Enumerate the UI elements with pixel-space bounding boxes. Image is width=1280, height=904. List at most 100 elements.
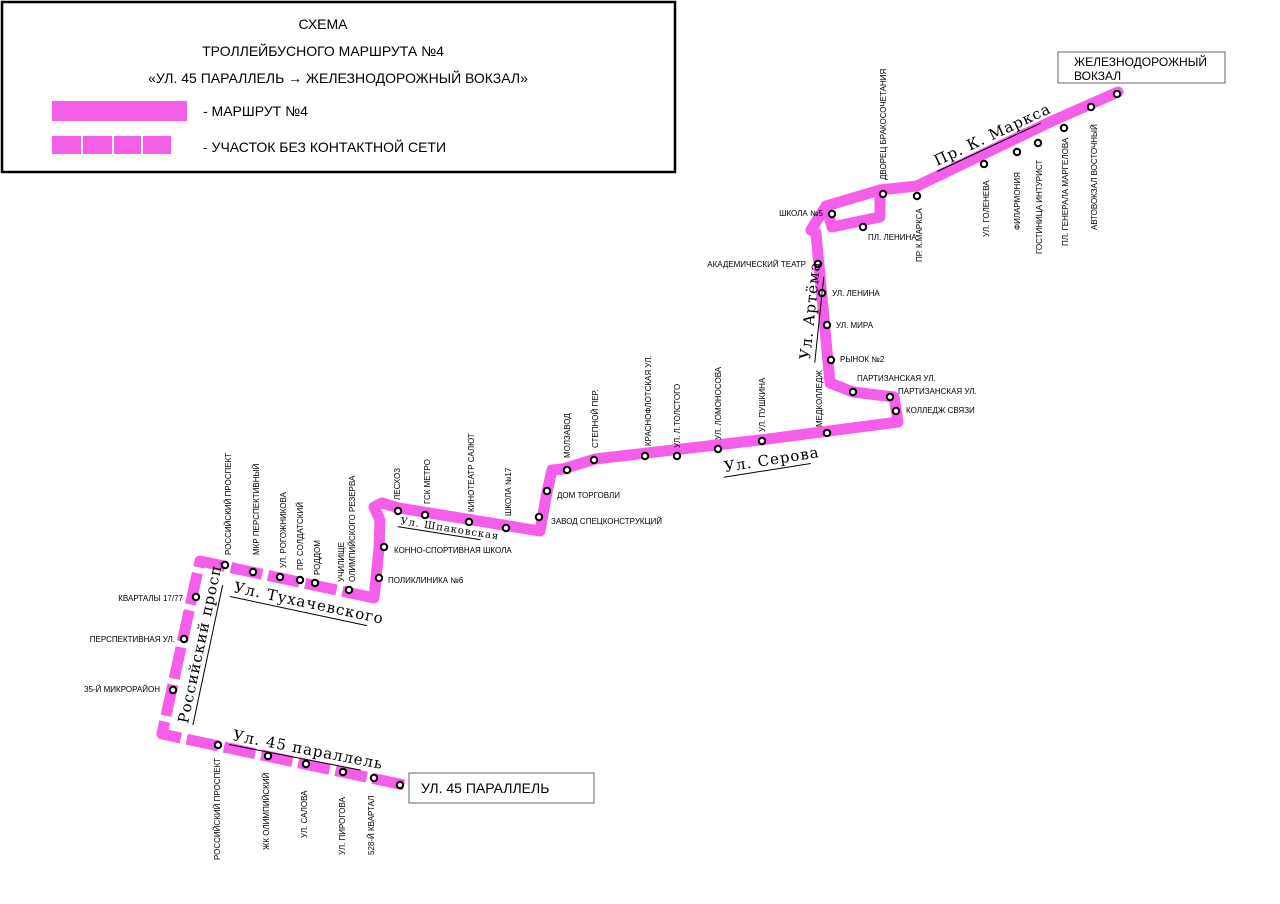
stop-marker (534, 512, 544, 522)
stop-label: ШКОЛА №5 (779, 209, 823, 218)
legend-box: СХЕМА ТРОЛЛЕЙБУСНОГО МАРШРУТА №4 «УЛ. 45… (0, 0, 677, 174)
stop-marker (912, 191, 922, 201)
stop-label: КВАРТАЛЫ 17/77 (118, 594, 183, 603)
stop-marker (191, 592, 201, 602)
stop-marker (813, 259, 823, 269)
stop-marker (263, 751, 273, 761)
terminal-start-label: УЛ. 45 ПАРАЛЛЕЛЬ (421, 780, 549, 796)
stop-marker (295, 575, 305, 585)
stop-label: ФИЛАРМОНИЯ (1013, 172, 1022, 230)
map-title-line1: СХЕМА (299, 16, 349, 32)
stop-label: РОССИЙСКИЙ ПРОСПЕКТ (224, 453, 233, 555)
stop-label: КИНОТЕАТР САЛЮТ (467, 433, 476, 512)
stop-label: УЛ. ПУШКИНА (758, 377, 767, 432)
legend-route-label: - МАРШРУТ №4 (203, 103, 308, 119)
stop-label: МЕДКОЛЛЕДЖ (815, 370, 824, 427)
stop-label: УЛ. РОГОЖНИКОВА (279, 491, 288, 568)
terminal-end-box (1057, 51, 1226, 84)
stop-marker (891, 406, 901, 416)
stop-marker (713, 444, 723, 454)
stop-marker (640, 451, 650, 461)
stop-marker (885, 392, 895, 402)
stop-label: РЫНОК №2 (840, 355, 885, 364)
stop-label: РОССИЙСКИЙ ПРОСПЕКТ (213, 758, 222, 860)
stop-marker (827, 209, 837, 219)
stop-label: ПАРТИЗАНСКАЯ УЛ. (898, 387, 977, 396)
legend-no-wire-label: - УЧАСТОК БЕЗ КОНТАКТНОЙ СЕТИ (203, 138, 446, 155)
stop-label: 528-Й КВАРТАЛ (367, 796, 376, 855)
stop-marker (1086, 102, 1096, 112)
stop-label: УЧИЛИЩЕ (337, 542, 346, 582)
stop-label: ПР. К.МАРКСА (915, 208, 924, 262)
route-no-wire-segment (156, 555, 406, 791)
map-title-line3: «УЛ. 45 ПАРАЛЛЕЛЬ → ЖЕЛЕЗНОДОРОЖНЫЙ ВОКЗ… (148, 69, 528, 86)
stop-marker (369, 773, 379, 783)
stop-label: СТЕПНОЙ ПЕР. (591, 389, 600, 448)
stop-label: ГОСТИНИЦА ИНТУРИСТ (1035, 160, 1044, 254)
stop-marker (822, 320, 832, 330)
terminal-end: ЖЕЛЕЗНОДОРОЖНЫЙ ВОКЗАЛ (1057, 51, 1226, 84)
stop-marker (826, 355, 836, 365)
stop-marker (822, 428, 832, 438)
stop-label: ЖК ОЛИМПИЙСКИЙ (262, 772, 271, 850)
stop-marker (379, 542, 389, 552)
stops-layer (168, 89, 1122, 790)
stop-label: ОЛИМПИЙСКОГО РЕЗЕРВА (348, 475, 357, 582)
stop-label: АВТОВОКЗАЛ ВОСТОЧНЫЙ (1090, 124, 1099, 230)
stop-label: УЛ. САЛОВА (300, 790, 309, 838)
stop-label: ДВОРЕЦ БРАКОСОЧЕТАНИЯ (879, 68, 888, 180)
stop-marker (168, 685, 178, 695)
stop-marker (757, 436, 767, 446)
stop-label: ПЛ. ГЕНЕРАЛА МАРГЕЛОВА (1061, 137, 1070, 246)
map-title-line2: ТРОЛЛЕЙБУСНОГО МАРШРУТА №4 (202, 42, 444, 59)
stop-label: ПЕРСПЕКТИВНАЯ УЛ. (90, 635, 175, 644)
stop-label: УЛ. ПИРОГОВА (338, 796, 347, 855)
stop-labels: 528-Й КВАРТАЛ УЛ. ПИРОГОВА УЛ. САЛОВА ЖК… (84, 68, 1099, 860)
stop-label: МОЛЗАВОД (563, 413, 572, 458)
stop-marker (395, 780, 405, 790)
stop-label: 35-Й МИКРОРАЙОН (84, 685, 160, 694)
stop-label: УЛ. ЛЕНИНА (832, 289, 880, 298)
stop-label: КРАСНОФЛОТСКАЯ УЛ. (644, 355, 653, 446)
stop-label: ПАРТИЗАНСКАЯ УЛ. (857, 374, 936, 383)
stop-marker (1112, 89, 1122, 99)
stop-marker (1059, 123, 1069, 133)
stop-marker (179, 634, 189, 644)
stop-label: УЛ. Л.ТОЛСТОГО (673, 384, 682, 448)
stop-marker (848, 387, 858, 397)
legend-route-swatch (52, 101, 187, 121)
stop-label: УЛ. ЛОМОНОСОВА (714, 366, 723, 440)
stop-label: РОДДОМ (313, 540, 322, 575)
stop-label: ПОЛИКЛИНИКА №6 (388, 576, 464, 585)
stop-marker (420, 510, 430, 520)
stop-marker (1033, 138, 1043, 148)
stop-marker (464, 517, 474, 527)
stop-label: АКАДЕМИЧЕСКИЙ ТЕАТР (707, 260, 806, 269)
stop-marker (589, 455, 599, 465)
stop-marker (858, 222, 868, 232)
stop-marker (393, 506, 403, 516)
stop-marker (220, 560, 230, 570)
stop-label: ПР. СОЛДАТСКИЙ (296, 502, 305, 570)
stop-label: МКР ПЕРСПЕКТИВНЫЙ (252, 463, 261, 555)
legend-no-wire-swatch (52, 136, 171, 154)
street-labels: Ул. 45 параллель Российский просп. Ул. Т… (174, 100, 1053, 773)
stop-marker (501, 523, 511, 533)
stop-marker (672, 451, 682, 461)
stop-marker (344, 585, 354, 595)
stop-label: ШКОЛА №17 (504, 467, 513, 516)
stop-marker (310, 578, 320, 588)
stop-marker (248, 567, 258, 577)
stop-label: КОЛЛЕДЖ СВЯЗИ (906, 406, 975, 415)
stop-marker (878, 189, 888, 199)
stop-marker (213, 740, 223, 750)
stop-marker (374, 573, 384, 583)
stop-label: УЛ. ГОЛЕНЕВА (982, 180, 991, 237)
stop-marker (301, 759, 311, 769)
terminal-start-box (408, 772, 595, 804)
stop-label: ГСК МЕТРО (423, 459, 432, 504)
stop-marker (562, 465, 572, 475)
stop-marker (338, 767, 348, 777)
terminal-end-label-line2: ВОКЗАЛ (1074, 69, 1121, 83)
stop-marker (979, 159, 989, 169)
